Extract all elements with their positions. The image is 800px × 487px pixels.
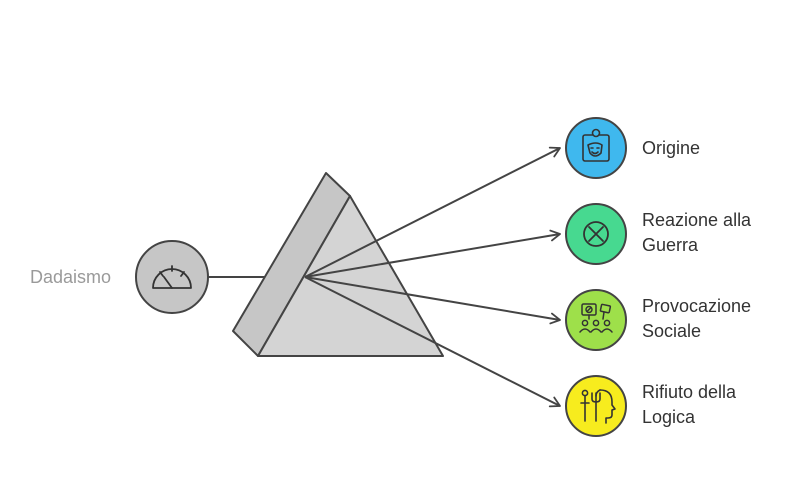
beam-rifiuto [304,276,561,408]
source-node [135,240,209,314]
gauge-icon [152,265,192,289]
beam-origine [304,146,561,278]
label-line: Logica [642,407,696,427]
output-node-origine [565,117,627,179]
output-circle [565,117,627,179]
label-line: Guerra [642,235,699,255]
label-line: Sociale [642,321,702,341]
label-line: Reazione alla [642,210,752,230]
beam-provocazione [304,276,561,325]
output-label-rifiuto: Rifiuto della Logica [642,380,736,430]
head-choice-icon [580,389,616,424]
protest-crowd-icon [579,303,613,333]
beam-reazione [304,229,561,278]
cancel-circle-icon [583,221,609,247]
output-label-provocazione: Provocazione Sociale [642,294,751,344]
output-label-origine: Origine [642,136,700,161]
source-label: Dadaismo [30,267,112,287]
label-line: Rifiuto della [642,382,737,402]
label-line: Origine [642,138,701,158]
output-label-reazione: Reazione alla Guerra [642,208,751,258]
theater-masks-icon [582,128,610,162]
prism [232,172,444,357]
output-node-rifiuto [565,375,627,437]
dispersed-beams [304,146,561,408]
output-node-reazione [565,203,627,265]
label-line: Provocazione [642,296,752,316]
output-node-provocazione [565,289,627,351]
